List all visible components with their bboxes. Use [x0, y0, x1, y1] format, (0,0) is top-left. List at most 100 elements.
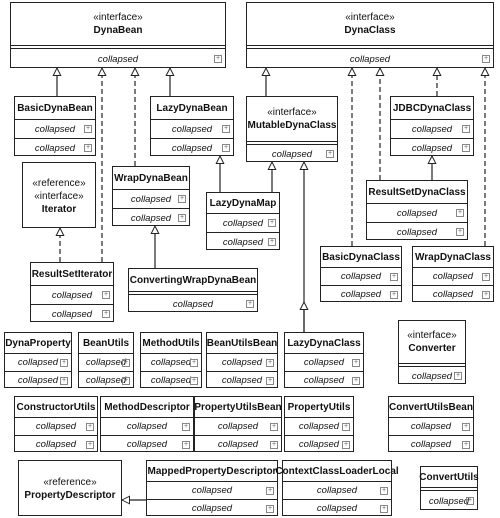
- expand-icon[interactable]: +: [222, 125, 230, 133]
- expand-icon[interactable]: +: [482, 55, 490, 63]
- collapsed-compartment[interactable]: collapsed+: [141, 372, 201, 389]
- expand-icon[interactable]: +: [380, 486, 388, 495]
- expand-icon[interactable]: +: [454, 372, 462, 380]
- expand-icon[interactable]: +: [268, 238, 276, 246]
- expand-icon[interactable]: +: [456, 228, 464, 236]
- collapsed-compartment[interactable]: collapsed+: [367, 223, 467, 241]
- collapsed-compartment[interactable]: collapsed+: [399, 367, 465, 385]
- expand-icon[interactable]: +: [482, 272, 490, 281]
- collapsed-compartment[interactable]: collapsed+: [285, 372, 363, 389]
- collapsed-compartment[interactable]: collapsed+: [283, 482, 391, 500]
- collapsed-compartment[interactable]: collapsed+: [141, 354, 201, 372]
- expand-icon[interactable]: +: [60, 376, 68, 385]
- expand-icon[interactable]: +: [342, 440, 350, 449]
- expand-icon[interactable]: +: [466, 497, 474, 505]
- collapsed-compartment[interactable]: collapsed+: [389, 418, 473, 436]
- expand-icon[interactable]: +: [122, 376, 130, 385]
- expand-icon[interactable]: +: [102, 291, 110, 299]
- collapsed-compartment[interactable]: collapsed+: [413, 268, 493, 286]
- collapsed-compartment[interactable]: collapsed+: [79, 372, 133, 389]
- collapsed-compartment[interactable]: collapsed+: [147, 482, 277, 500]
- class-box-propertydescriptor[interactable]: «reference»PropertyDescriptor: [18, 460, 122, 516]
- expand-icon[interactable]: +: [60, 358, 68, 367]
- collapsed-compartment[interactable]: collapsed+: [151, 139, 233, 157]
- expand-icon[interactable]: +: [326, 150, 334, 158]
- expand-icon[interactable]: +: [246, 300, 254, 308]
- expand-icon[interactable]: +: [390, 290, 398, 299]
- collapsed-compartment[interactable]: collapsed+: [207, 354, 277, 372]
- expand-icon[interactable]: +: [352, 376, 360, 385]
- collapsed-compartment[interactable]: collapsed+: [15, 418, 97, 436]
- collapsed-compartment[interactable]: collapsed+: [15, 120, 95, 139]
- collapsed-compartment[interactable]: collapsed+: [247, 49, 493, 69]
- expand-icon[interactable]: +: [268, 219, 276, 227]
- collapsed-compartment[interactable]: collapsed+: [79, 354, 133, 372]
- collapsed-compartment[interactable]: collapsed+: [31, 305, 113, 323]
- collapsed-compartment[interactable]: collapsed+: [389, 436, 473, 453]
- collapsed-compartment[interactable]: collapsed+: [195, 436, 281, 453]
- expand-icon[interactable]: +: [462, 144, 470, 152]
- expand-icon[interactable]: +: [86, 422, 94, 431]
- collapsed-compartment[interactable]: collapsed+: [207, 233, 279, 251]
- collapsed-compartment[interactable]: collapsed+: [31, 286, 113, 305]
- expand-icon[interactable]: +: [462, 440, 470, 449]
- expand-icon[interactable]: +: [178, 195, 186, 203]
- collapsed-compartment[interactable]: collapsed+: [391, 139, 473, 157]
- collapsed-compartment[interactable]: collapsed+: [195, 418, 281, 436]
- expand-icon[interactable]: +: [462, 422, 470, 431]
- collapsed-compartment[interactable]: collapsed+: [113, 190, 189, 209]
- expand-icon[interactable]: +: [456, 209, 464, 217]
- collapsed-compartment[interactable]: collapsed+: [151, 120, 233, 139]
- collapsed-compartment[interactable]: collapsed+: [15, 436, 97, 453]
- expand-icon[interactable]: +: [390, 272, 398, 281]
- expand-icon[interactable]: +: [102, 310, 110, 318]
- expand-icon[interactable]: +: [380, 504, 388, 513]
- collapsed-compartment[interactable]: collapsed+: [285, 354, 363, 372]
- expand-icon[interactable]: +: [190, 376, 198, 385]
- collapsed-compartment[interactable]: collapsed+: [413, 286, 493, 303]
- expand-icon[interactable]: +: [266, 504, 274, 513]
- expand-icon[interactable]: +: [84, 144, 92, 152]
- expand-icon[interactable]: +: [182, 422, 190, 431]
- collapsed-compartment[interactable]: collapsed+: [11, 49, 225, 69]
- collapsed-compartment[interactable]: collapsed+: [5, 372, 71, 389]
- expand-icon[interactable]: +: [266, 486, 274, 495]
- expand-icon[interactable]: +: [266, 376, 274, 385]
- collapsed-compartment[interactable]: collapsed+: [321, 286, 401, 303]
- expand-icon[interactable]: +: [482, 290, 490, 299]
- expand-icon[interactable]: +: [270, 422, 278, 431]
- expand-icon[interactable]: +: [178, 214, 186, 222]
- collapsed-compartment[interactable]: collapsed+: [247, 145, 337, 163]
- collapsed-compartment[interactable]: collapsed+: [101, 436, 193, 453]
- expand-icon[interactable]: +: [84, 125, 92, 133]
- expand-icon[interactable]: +: [86, 440, 94, 449]
- expand-icon[interactable]: +: [222, 144, 230, 152]
- expand-icon[interactable]: +: [266, 358, 274, 367]
- expand-icon[interactable]: +: [122, 358, 130, 367]
- expand-icon[interactable]: +: [462, 125, 470, 133]
- collapsed-compartment[interactable]: collapsed+: [129, 295, 257, 313]
- collapsed-compartment[interactable]: collapsed+: [285, 418, 353, 436]
